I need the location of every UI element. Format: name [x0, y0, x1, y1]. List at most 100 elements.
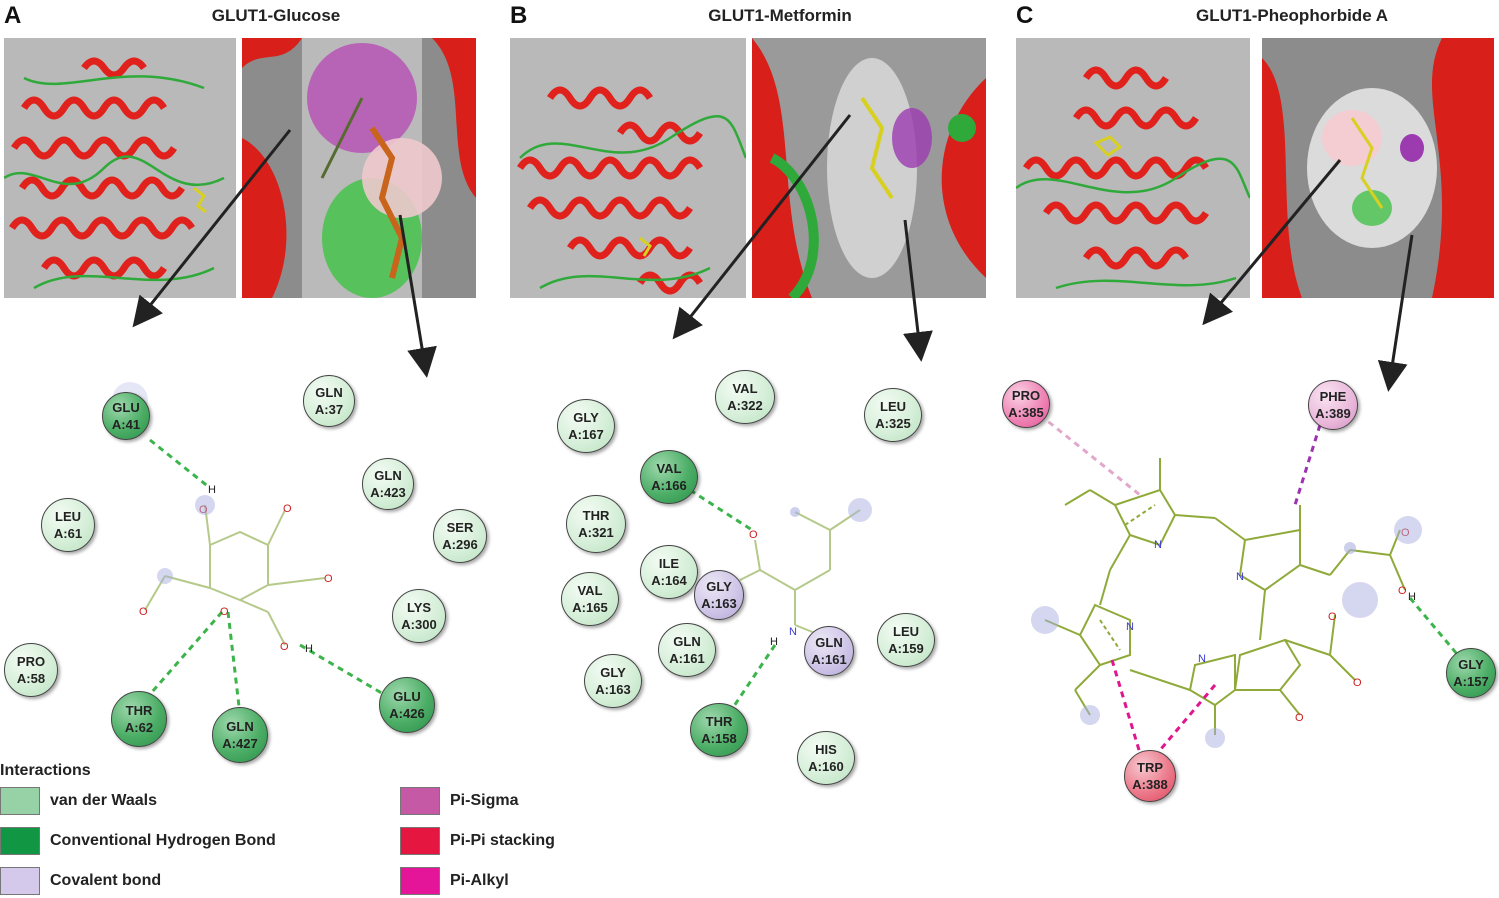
panel-letter-a: A	[4, 2, 22, 29]
panel-letter-b: B	[510, 2, 528, 29]
legend-swatch	[400, 867, 440, 895]
legend-label: Conventional Hydrogen Bond	[50, 832, 276, 849]
legend-label: Pi-Pi stacking	[450, 832, 555, 849]
atom-o: O	[1353, 677, 1362, 689]
legend-label: van der Waals	[50, 792, 158, 809]
solvent-glow	[848, 498, 872, 522]
binding-pocket-render-c	[1262, 38, 1494, 298]
legend-swatch	[0, 787, 40, 815]
legend-swatch	[0, 867, 40, 895]
solvent-glow	[790, 507, 800, 517]
solvent-glow	[195, 495, 215, 515]
atom-n: N	[1154, 539, 1162, 551]
metformin-ligand	[739, 509, 861, 636]
legend-label: Pi-Alkyl	[450, 872, 509, 889]
pointer-arrow-b-left	[672, 114, 852, 340]
legend-item-hydrogen-bond: Conventional Hydrogen Bond	[0, 826, 276, 856]
binding-pocket-render-a	[242, 38, 476, 298]
solvent-glow	[1342, 582, 1378, 618]
atom-o: O	[280, 641, 289, 653]
legend-item-pi-pi-stacking: Pi-Pi stacking	[400, 826, 555, 856]
legend-swatch	[400, 827, 440, 855]
atom-n: N	[1126, 621, 1134, 633]
legend-swatch	[400, 787, 440, 815]
legend-item-covalent-bond: Covalent bond	[0, 866, 161, 896]
pointer-arrow-b-right	[903, 219, 933, 362]
atom-o: O	[139, 606, 148, 618]
panel-title-c: GLUT1-Pheophorbide A	[1195, 6, 1389, 25]
pointer-arrow-c-right	[1377, 234, 1414, 392]
protein-overview-render-a	[4, 38, 236, 298]
pointer-arrow-c-left	[1202, 159, 1342, 326]
solvent-glow	[1080, 705, 1100, 725]
panel-title-a: GLUT1-Glucose	[211, 6, 341, 25]
legend-item-van-der-waals: van der Waals	[0, 786, 157, 816]
atom-o: O	[1295, 712, 1304, 724]
atom-o: O	[324, 573, 333, 585]
solvent-glow	[1031, 606, 1059, 634]
atom-o: O	[1328, 611, 1337, 623]
atom-n: N	[1236, 571, 1244, 583]
atom-o: O	[1398, 585, 1407, 597]
atom-h: H	[770, 636, 778, 648]
metformin-h-bonds	[689, 488, 777, 713]
legend-label: Pi-Sigma	[450, 792, 519, 809]
pointer-arrow-a-left	[132, 129, 292, 328]
solvent-glow	[1394, 516, 1422, 544]
protein-overview-render-c	[1016, 38, 1250, 298]
protein-overview-render-b	[510, 38, 746, 298]
panel-title-b: GLUT1-Metformin	[708, 6, 852, 25]
atom-o: O	[220, 606, 229, 618]
solvent-glow	[1344, 542, 1356, 554]
pheophorbide-interactions	[1039, 413, 1464, 763]
atom-n: N	[789, 626, 797, 638]
glucose-h-bonds	[143, 438, 386, 716]
legend-title: Interactions	[0, 762, 91, 779]
legend-item-pi-sigma: Pi-Sigma	[400, 786, 518, 816]
atom-h: H	[1408, 591, 1416, 603]
solvent-glow	[1205, 728, 1225, 748]
atom-n: N	[1198, 653, 1206, 665]
atom-o: O	[283, 503, 292, 515]
panel-letter-c: C	[1016, 2, 1034, 29]
legend-swatch	[0, 827, 40, 855]
legend-item-pi-alkyl: Pi-Alkyl	[400, 866, 509, 896]
atom-h: H	[208, 484, 216, 496]
binding-pocket-render-b	[752, 38, 986, 298]
pointer-arrow-a-right	[398, 214, 437, 378]
solvent-glow	[157, 568, 173, 584]
legend-label: Covalent bond	[50, 872, 162, 889]
atom-h: H	[305, 643, 313, 655]
atom-o: O	[749, 529, 758, 541]
pheophorbide-ligand	[1044, 458, 1406, 735]
